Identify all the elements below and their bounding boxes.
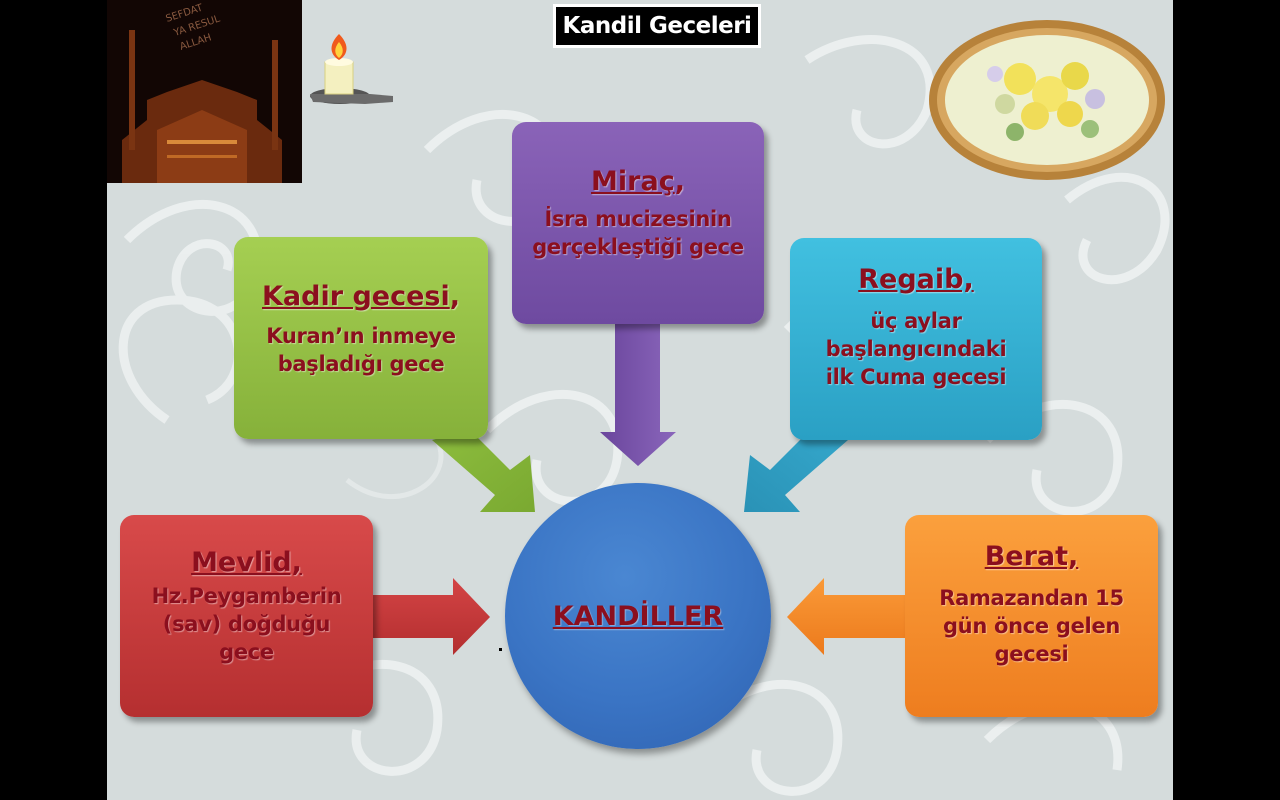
box-mirac: Miraç , İsra mucizesinin gerçekleştiği g… bbox=[512, 122, 764, 324]
arrow-kadir bbox=[432, 430, 535, 512]
box-berat: Berat, Ramazandan 15 gün önce gelen gece… bbox=[905, 515, 1158, 717]
kadir-heading-suffix: , bbox=[449, 281, 460, 312]
berat-line-2: gün önce gelen bbox=[942, 614, 1121, 638]
mirac-heading-suffix: , bbox=[674, 166, 685, 197]
center-label: KANDİLLER bbox=[552, 600, 724, 632]
mevlid-heading: Mevlid, bbox=[191, 547, 302, 578]
regaib-line-2: başlangıcındaki bbox=[825, 337, 1007, 361]
regaib-heading: Regaib, bbox=[858, 264, 974, 295]
mosque-photo: SEFDAT YA RESUL ALLAH bbox=[107, 0, 302, 183]
box-regaib: Regaib, üç aylar başlangıcındaki ilk Cum… bbox=[790, 238, 1042, 440]
arrow-mirac bbox=[600, 324, 676, 466]
center-circle: KANDİLLER bbox=[505, 483, 771, 749]
mirac-line-1: İsra mucizesinin bbox=[544, 207, 732, 231]
berat-line-3: gecesi bbox=[994, 642, 1069, 666]
stray-dot bbox=[499, 648, 502, 651]
kadir-heading: Kadir gecesi bbox=[262, 281, 450, 312]
box-kadir: Kadir gecesi, Kuran’ın inmeye başladığı … bbox=[234, 237, 488, 439]
candle-icon bbox=[310, 34, 393, 104]
kadir-line-2: başladığı gece bbox=[277, 352, 445, 376]
box-mevlid: Mevlid, Hz.Peygamberin (sav) doğduğu gec… bbox=[120, 515, 373, 717]
regaib-line-3: ilk Cuma gecesi bbox=[825, 365, 1007, 389]
arrow-berat bbox=[787, 578, 905, 655]
mevlid-line-3: gece bbox=[219, 640, 274, 664]
kadir-line-1: Kuran’ın inmeye bbox=[266, 324, 456, 348]
arrow-mevlid bbox=[372, 578, 490, 655]
berat-line-1: Ramazandan 15 bbox=[939, 586, 1124, 610]
mirac-heading: Miraç bbox=[591, 166, 675, 197]
flower-frame-image bbox=[929, 20, 1165, 180]
slide-title: Kandil Geceleri bbox=[553, 4, 761, 48]
mevlid-line-2: (sav) doğduğu bbox=[162, 612, 331, 636]
mirac-line-2: gerçekleştiği gece bbox=[532, 235, 744, 259]
mevlid-line-1: Hz.Peygamberin bbox=[151, 584, 342, 608]
arrow-regaib bbox=[744, 430, 848, 512]
regaib-line-1: üç aylar bbox=[870, 309, 962, 333]
berat-heading: Berat, bbox=[984, 541, 1079, 572]
